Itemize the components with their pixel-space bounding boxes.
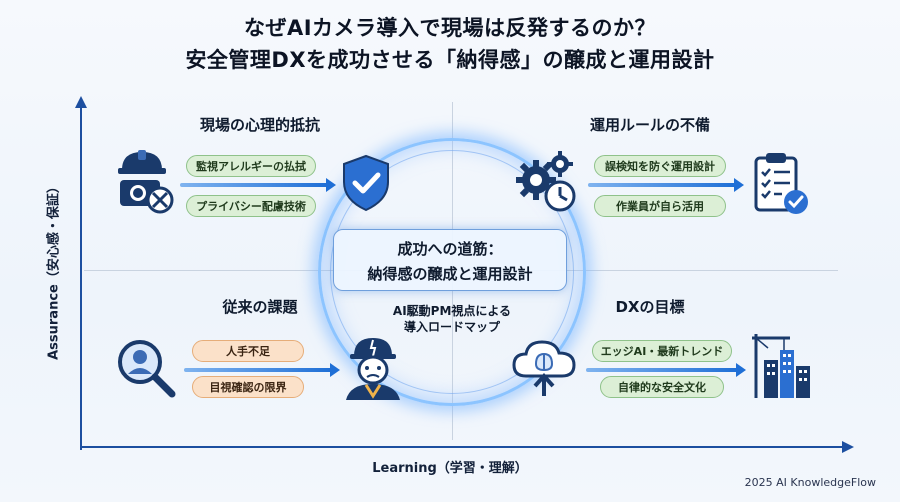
center-glow-ring <box>318 138 586 406</box>
roadmap-label-line-2: 導入ロードマップ <box>403 320 500 334</box>
y-axis-line <box>80 104 82 450</box>
quadrant-bottom-right-title: DXの目標 <box>615 298 685 316</box>
magnifier-person-icon <box>118 340 176 398</box>
flow-arrow-top-right <box>588 178 744 192</box>
y-axis-label: Assurance（安心感・保証） <box>46 180 62 360</box>
clipboard-check-icon <box>754 153 808 214</box>
quadrant-top-right-title: 運用ルールの不備 <box>589 116 710 134</box>
quadrant-bottom-left-title: 従来の課題 <box>222 298 298 316</box>
flow-arrow-top-left <box>180 178 336 192</box>
pill-edge-ai-trend: エッジAI・最新トレンド <box>592 340 732 362</box>
x-axis-arrow <box>842 441 854 453</box>
helmet-camera-cancel-icon <box>118 150 174 214</box>
gears-clock-icon <box>516 151 576 212</box>
roadmap-label-line-1: AI駆動PM視点による <box>392 304 512 318</box>
pill-autonomous-safety-culture: 自律的な安全文化 <box>600 376 724 398</box>
center-goal-box: 成功への道筋： 納得感の醸成と運用設計 <box>333 229 567 291</box>
pill-worker-self-use: 作業員が自ら活用 <box>594 195 726 217</box>
page-title-line-1: なぜAIカメラ導入で現場は反発するのか？ <box>243 16 657 40</box>
shield-check-icon <box>343 154 389 212</box>
page-title-line-2: 安全管理DXを成功させる「納得感」の醸成と運用設計 <box>185 48 715 72</box>
x-axis-label: Learning（学習・理解） <box>372 461 528 476</box>
pill-privacy-tech: プライバシー配慮技術 <box>186 195 316 217</box>
x-axis-line <box>80 446 844 448</box>
y-axis-arrow <box>75 96 87 108</box>
footer-credit: 2025 AI KnowledgeFlow <box>744 476 876 489</box>
city-crane-icon <box>752 334 810 398</box>
center-goal-line-2: 納得感の醸成と運用設計 <box>367 265 533 283</box>
flow-arrow-bottom-left <box>184 363 340 377</box>
flow-arrow-bottom-right <box>586 363 746 377</box>
quadrant-top-left-title: 現場の心理的抵抗 <box>199 116 320 134</box>
cloud-brain-icon <box>512 340 576 396</box>
center-goal-line-1: 成功への道筋： <box>397 240 503 258</box>
pill-surveillance-allergy: 監視アレルギーの払拭 <box>186 155 316 177</box>
pill-labor-shortage: 人手不足 <box>192 340 304 362</box>
pill-visual-check-limit: 目視確認の限界 <box>192 376 304 398</box>
worried-worker-icon <box>346 338 400 400</box>
center-inner-ring <box>330 150 574 394</box>
pill-false-detection-design: 誤検知を防ぐ運用設計 <box>594 155 726 177</box>
